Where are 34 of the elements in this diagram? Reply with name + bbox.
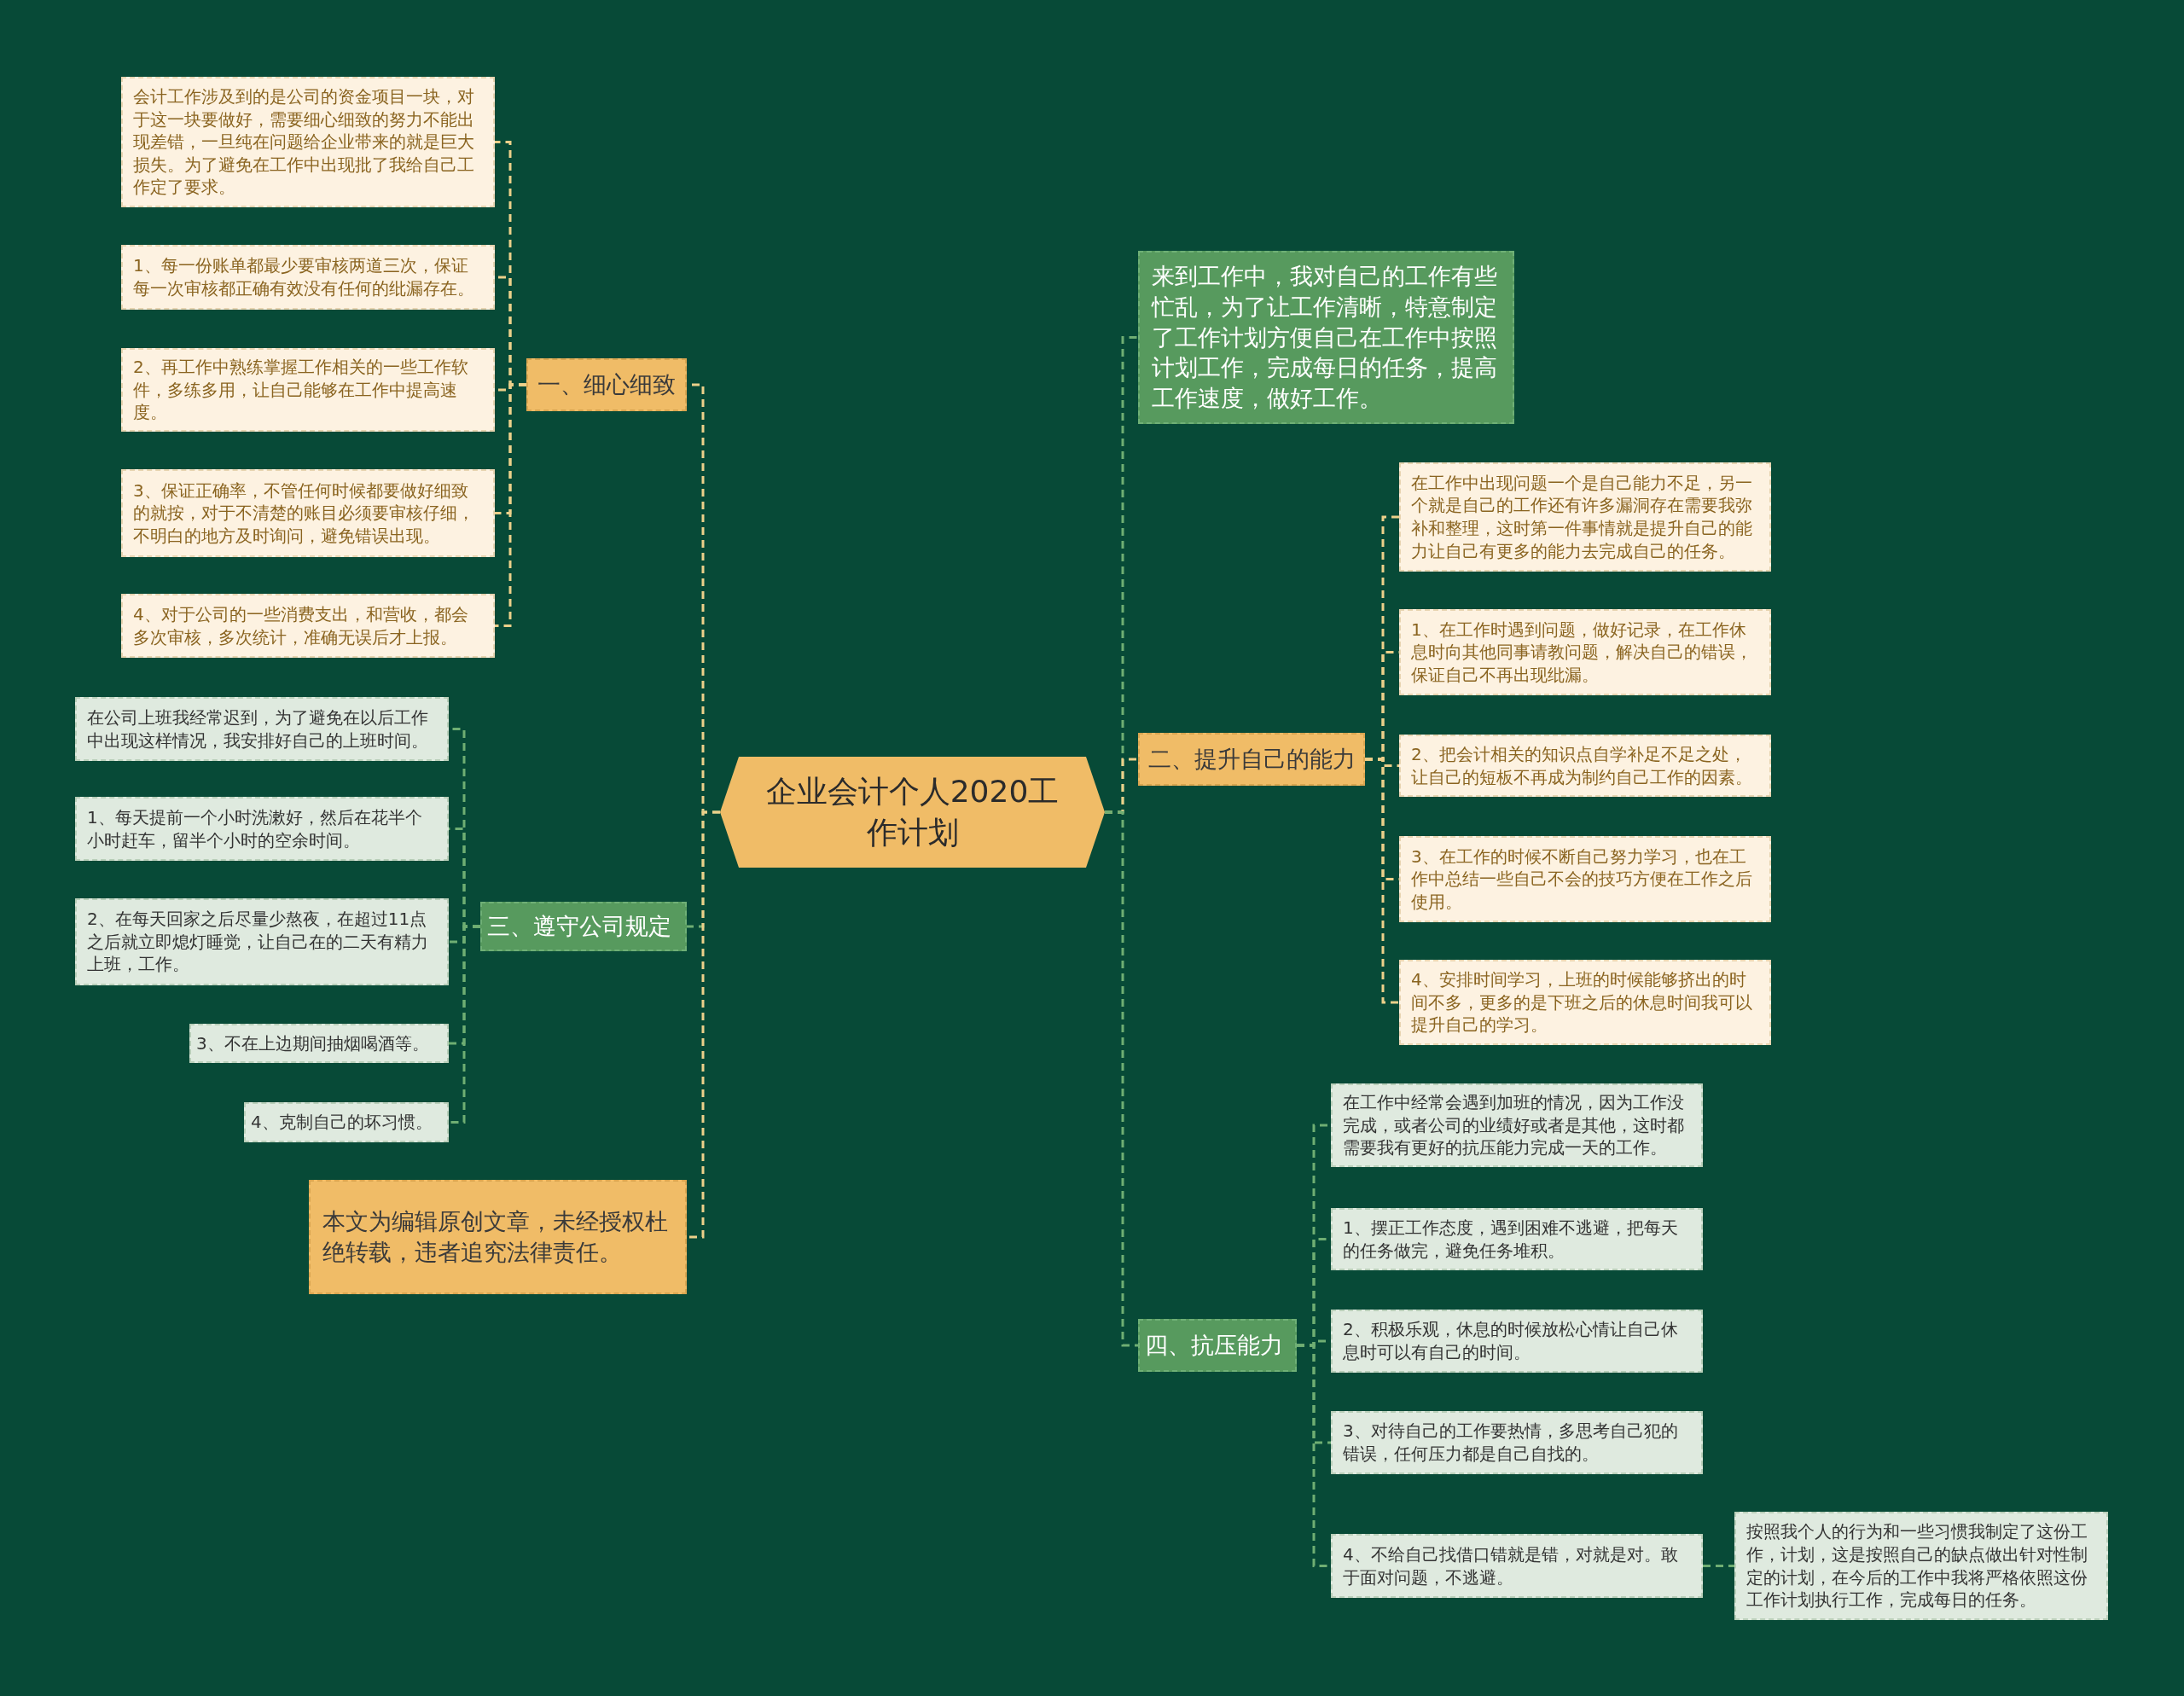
note-box: 2、再工作中熟练掌握工作相关的一些工作软件，多练多用，让自己能够在工作中提高速度。 [121,348,495,432]
branch-box: 二、提升自己的能力 [1138,733,1365,786]
connector-line [449,925,480,1124]
connector-line [687,810,720,1239]
note-box: 4、克制自己的坏习惯。 [244,1102,449,1142]
connector-line [495,383,526,627]
note-box: 本文为编辑原创文章，未经授权杜绝转载，违者追究法律责任。 [309,1180,687,1294]
note-box: 4、不给自己找借口错就是错，对就是对。敢于面对问题，不逃避。 [1331,1534,1703,1598]
note-box: 1、每天提前一个小时洗漱好，然后在花半个小时赶车，留半个小时的空余时间。 [75,797,449,861]
note-box: 在公司上班我经常迟到，为了避免在以后工作中出现这样情况，我安排好自己的上班时间。 [75,697,449,761]
note-box: 3、对待自己的工作要热情，多思考自己犯的错误，任何压力都是自己自找的。 [1331,1411,1703,1474]
note-box: 2、积极乐观，休息的时候放松心情让自己休息时可以有自己的时间。 [1331,1310,1703,1373]
branch-box: 来到工作中，我对自己的工作有些忙乱，为了让工作清晰，特意制定了工作计划方便自己在工作中按照计划工作，完成每日的任务，提高工作速度，做好工作。 [1138,251,1514,424]
note-box: 1、在工作时遇到问题，做好记录，在工作休息时向其他同事请教问题，解决自己的错误，保证自己不再出现纰漏。 [1399,609,1771,695]
note-box: 1、摆正工作态度，遇到困难不逃避，把每天的任务做完，避免任务堆积。 [1331,1208,1703,1270]
note-box: 3、在工作的时候不断自己努力学习，也在工作中总结一些自己不会的技巧方便在工作之后使用。 [1399,836,1771,922]
note-box: 3、保证正确率，不管任何时候都要做好细致的就按，对于不清楚的账目必须要审核仔细，不明白的地方及时询问，避免错误出现。 [121,469,495,557]
note-box: 会计工作涉及到的是公司的资金项目一块，对于这一块要做好，需要细心细致的努力不能出现差错，一旦纯在问题给企业带来的就是巨大损失。为了避免在工作中出现批了我给自己工作定了要求。 [121,77,495,207]
branch-box: 一、细心细致 [526,358,687,411]
central-topic: 企业会计个人2020工作计划 [720,757,1105,868]
note-box: 4、安排时间学习，上班的时候能够挤出的时间不多，更多的是下班之后的休息时间我可以提升自己的学习。 [1399,960,1771,1045]
note-box: 在工作中出现问题一个是自己能力不足，另一个就是自己的工作还有许多漏洞存在需要我弥补和整理，这时第一件事情就是提升自己的能力让自己有更多的能力去完成自己的任务。 [1399,462,1771,572]
connector-line [1703,1565,1734,1567]
note-box: 1、每一份账单都最少要审核两道三次，保证每一次审核都正确有效没有任何的纰漏存在。 [121,245,495,310]
note-box: 4、对于公司的一些消费支出，和营收，都会多次审核，多次统计，准确无误后才上报。 [121,594,495,658]
note-box: 2、在每天回家之后尽量少熬夜，在超过11点之后就立即熄灯睡觉，让自己在的二天有精力上班，工作。 [75,898,449,985]
note-box: 在工作中经常会遇到加班的情况，因为工作没完成，或者公司的业绩好或者是其他，这时都需要我有更好的抗压能力完成一天的工作。 [1331,1083,1703,1167]
branch-box: 三、遵守公司规定 [480,902,687,951]
note-box: 按照我个人的行为和一些习惯我制定了这份工作，计划，这是按照自己的缺点做出针对性制定的计划，在今后的工作中我将严格依照这份工作计划执行工作，完成每日的任务。 [1734,1512,2108,1620]
connector-line [1105,810,1138,1347]
branch-box: 四、抗压能力 [1138,1319,1297,1372]
note-box: 3、不在上边期间抽烟喝酒等。 [189,1024,449,1063]
connector-line [1365,758,1399,1004]
note-box: 2、把会计相关的知识点自学补足不足之处，让自己的短板不再成为制约自己工作的因素。 [1399,735,1771,797]
